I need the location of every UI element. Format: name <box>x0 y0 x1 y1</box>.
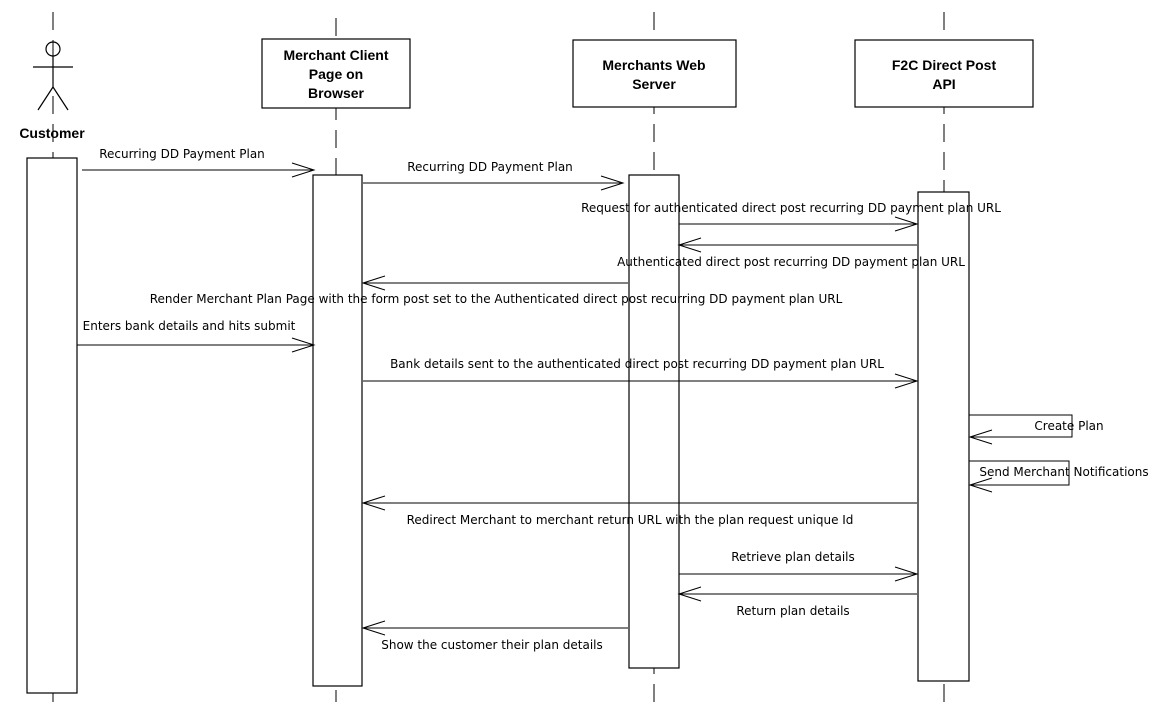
message-13: Show the customer their plan details <box>361 620 628 652</box>
message-11-label: Retrieve plan details <box>731 550 855 564</box>
message-9-label: Send Merchant Notifications <box>979 465 1148 479</box>
message-3: Request for authenticated direct post re… <box>581 201 1001 232</box>
customer-actor-icon <box>33 41 73 111</box>
message-3-label: Request for authenticated direct post re… <box>581 201 1001 215</box>
message-9-self: Send Merchant Notifications <box>968 460 1149 493</box>
message-4-label: Authenticated direct post recurring DD p… <box>617 255 965 269</box>
message-12-label: Return plan details <box>736 604 849 618</box>
message-5-label: Render Merchant Plan Page with the form … <box>150 292 843 306</box>
message-10-label: Redirect Merchant to merchant return URL… <box>407 513 854 527</box>
message-8-self: Create Plan <box>968 414 1104 445</box>
server-participant: Merchants Web Server <box>572 39 737 108</box>
client-participant: Merchant Client Page on Browser <box>261 38 411 109</box>
client-title-line-3: Browser <box>308 85 365 101</box>
message-13-label: Show the customer their plan details <box>381 638 603 652</box>
client-title-line-2: Page on <box>309 66 363 82</box>
message-4: Authenticated direct post recurring DD p… <box>617 237 965 269</box>
message-7: Bank details sent to the authenticated d… <box>363 357 919 389</box>
message-2: Recurring DD Payment Plan <box>363 160 625 191</box>
customer-activation <box>26 157 78 694</box>
customer-actor-label: Customer <box>19 125 85 141</box>
message-7-label: Bank details sent to the authenticated d… <box>390 357 884 371</box>
api-title-line-1: F2C Direct Post <box>892 57 997 73</box>
server-title-line-1: Merchants Web <box>602 57 705 73</box>
message-6-label: Enters bank details and hits submit <box>83 319 296 333</box>
message-10: Redirect Merchant to merchant return URL… <box>361 495 917 527</box>
client-activation <box>312 174 363 687</box>
message-2-label: Recurring DD Payment Plan <box>407 160 573 174</box>
server-activation <box>628 174 680 669</box>
message-1-label: Recurring DD Payment Plan <box>99 147 265 161</box>
message-5: Render Merchant Plan Page with the form … <box>150 275 843 306</box>
message-1: Recurring DD Payment Plan <box>82 147 316 178</box>
api-activation <box>917 191 970 682</box>
client-title-line-1: Merchant Client <box>283 47 388 63</box>
message-8-label: Create Plan <box>1034 419 1103 433</box>
api-participant: F2C Direct Post API <box>854 39 1034 108</box>
server-title-line-2: Server <box>632 76 676 92</box>
message-6: Enters bank details and hits submit <box>77 319 316 353</box>
message-12: Return plan details <box>677 586 917 618</box>
api-title-line-2: API <box>932 76 955 92</box>
message-11: Retrieve plan details <box>679 550 919 582</box>
